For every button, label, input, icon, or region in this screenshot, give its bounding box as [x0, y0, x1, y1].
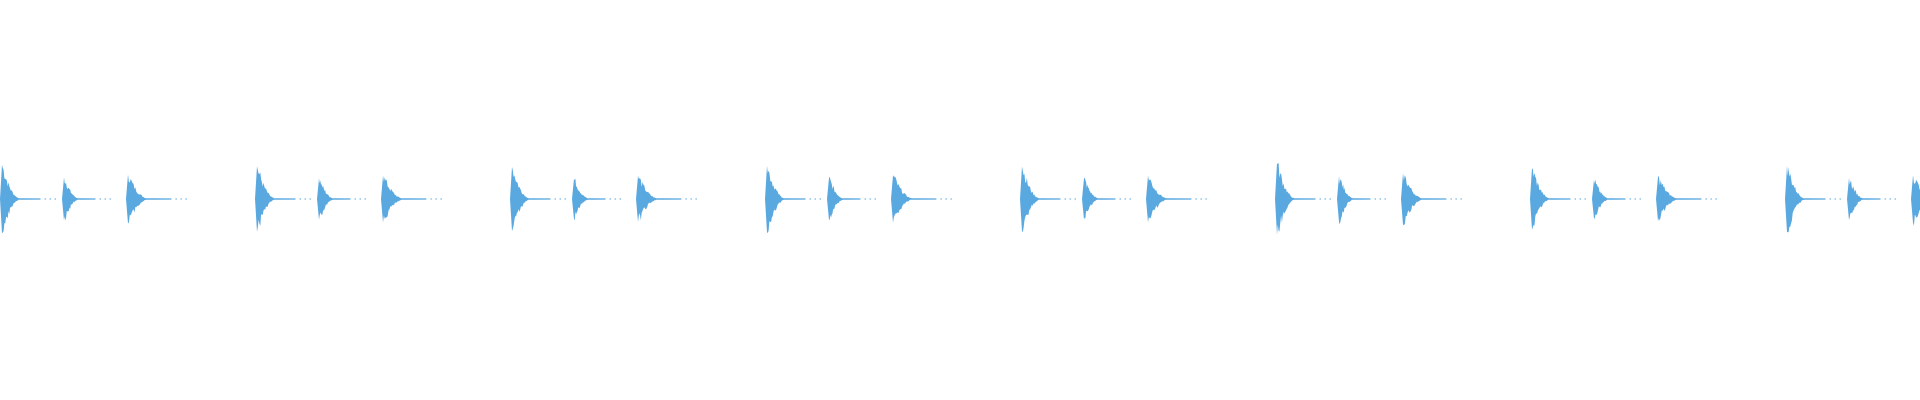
waveform-residue	[299, 198, 301, 200]
waveform-residue	[175, 198, 177, 200]
waveform-residue	[1374, 198, 1376, 200]
waveform-residue	[1074, 198, 1076, 200]
waveform-residue	[685, 198, 687, 200]
waveform-residue	[814, 198, 816, 200]
waveform-hit-partial	[1914, 179, 1920, 219]
waveform-hit	[891, 175, 937, 223]
waveform-residue	[1205, 198, 1207, 200]
waveform-residue	[1884, 198, 1886, 200]
waveform-residue	[54, 198, 56, 200]
waveform-residue	[619, 198, 621, 200]
waveform-residue	[940, 198, 942, 200]
waveform-residue	[695, 198, 697, 200]
waveform-residue	[945, 198, 947, 200]
waveform-hit	[636, 176, 682, 222]
waveform-residue	[104, 198, 106, 200]
waveform-residue	[1319, 198, 1321, 200]
waveform-residue	[1629, 198, 1631, 200]
waveform-hit	[1847, 178, 1881, 220]
waveform-residue	[44, 198, 46, 200]
waveform-hit	[381, 175, 427, 223]
waveform-residue	[819, 198, 821, 200]
waveform-residue	[864, 198, 866, 200]
waveform-residue	[435, 198, 437, 200]
waveform-hit	[0, 164, 41, 234]
waveform-residue	[1069, 198, 1071, 200]
waveform-hit	[255, 166, 296, 232]
waveform-residue	[1379, 198, 1381, 200]
waveform-residue	[1064, 198, 1066, 200]
waveform-residue	[359, 198, 361, 200]
waveform-residue	[1329, 198, 1331, 200]
waveform-hit	[1146, 175, 1192, 223]
waveform-residue	[1324, 198, 1326, 200]
waveform-residue	[1200, 198, 1202, 200]
waveform-hit	[317, 178, 351, 220]
waveform-residue	[1715, 198, 1717, 200]
waveform-residue	[1829, 198, 1831, 200]
waveform-hit	[62, 177, 96, 221]
waveform-residue	[99, 198, 101, 200]
waveform-residue	[690, 198, 692, 200]
waveform-residue	[180, 198, 182, 200]
waveform-residue	[1579, 198, 1581, 200]
waveform-residue	[309, 198, 311, 200]
waveform-residue	[1710, 198, 1712, 200]
waveform-residue	[1195, 198, 1197, 200]
waveform-residue	[874, 198, 876, 200]
waveform-residue	[1384, 198, 1386, 200]
waveform-residue	[304, 198, 306, 200]
waveform-hit	[1530, 168, 1571, 230]
waveform-hit	[126, 174, 172, 224]
waveform-hit	[1020, 166, 1061, 232]
waveform-hit	[1275, 162, 1316, 235]
waveform-residue	[1639, 198, 1641, 200]
waveform-residue	[364, 198, 366, 200]
waveform-residue	[564, 198, 566, 200]
waveform-residue	[440, 198, 442, 200]
waveform-hit	[1401, 173, 1447, 225]
waveform-residue	[1460, 198, 1462, 200]
waveform-residue	[809, 198, 811, 200]
waveform-residue	[1129, 198, 1131, 200]
waveform-residue	[1894, 198, 1896, 200]
waveform-hit	[765, 165, 806, 233]
waveform-residue	[1584, 198, 1586, 200]
waveform-residue	[609, 198, 611, 200]
waveform-hit	[510, 166, 551, 232]
waveform-residue	[614, 198, 616, 200]
waveform-residue	[430, 198, 432, 200]
waveform-hit	[1785, 165, 1826, 233]
waveform-residue	[1839, 198, 1841, 200]
waveform-residue	[1450, 198, 1452, 200]
waveform-residue	[1889, 198, 1891, 200]
waveform-hits	[0, 162, 1920, 235]
waveform-residue	[869, 198, 871, 200]
waveform-residue	[1834, 198, 1836, 200]
waveform-hit	[1592, 179, 1626, 219]
waveform-residue	[1119, 198, 1121, 200]
waveform-residue	[185, 198, 187, 200]
waveform-hit	[1337, 176, 1371, 225]
waveform-hit	[1656, 176, 1702, 221]
waveform-residue	[554, 198, 556, 200]
waveform-residue	[109, 198, 111, 200]
waveform-residue	[559, 198, 561, 200]
waveform-residue	[1124, 198, 1126, 200]
waveform-hit	[1082, 177, 1116, 220]
waveform-residue	[1705, 198, 1707, 200]
waveform-residue	[1455, 198, 1457, 200]
waveform-hit	[572, 178, 606, 221]
waveform-residue	[1634, 198, 1636, 200]
waveform-residue	[950, 198, 952, 200]
waveform-residue	[1574, 198, 1576, 200]
waveform-residue	[49, 198, 51, 200]
waveform-hit	[827, 176, 861, 220]
waveform-residue	[354, 198, 356, 200]
